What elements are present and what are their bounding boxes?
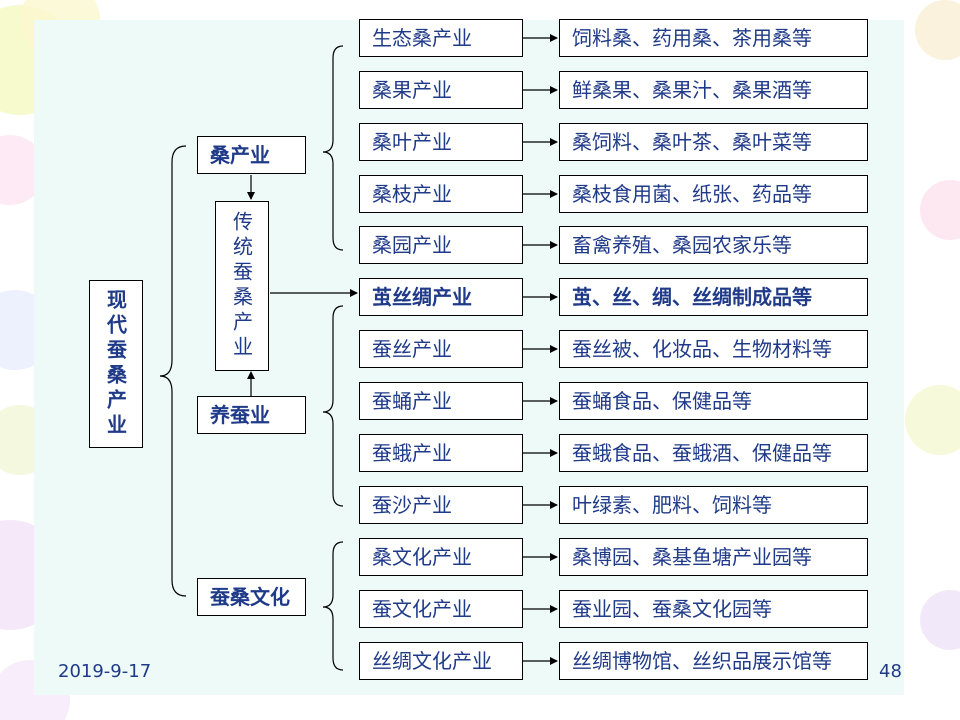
- industry-box: 桑果产业: [359, 71, 523, 109]
- industry-box: 丝绸文化产业: [359, 642, 523, 680]
- products-box: 叶绿素、肥料、饲料等: [559, 486, 868, 524]
- products-box: 桑饲料、桑叶茶、桑叶菜等: [559, 123, 868, 161]
- slide-number: 48: [879, 661, 902, 682]
- industry-box: 桑文化产业: [359, 538, 523, 576]
- industry-box: 蚕文化产业: [359, 590, 523, 628]
- root-node: 现代蚕桑产业: [89, 280, 143, 448]
- node-sang: 桑产业: [197, 136, 306, 174]
- products-box: 丝绸博物馆、丝织品展示馆等: [559, 642, 868, 680]
- root-brace: [159, 145, 187, 597]
- products-box: 饲料桑、药用桑、茶用桑等: [559, 19, 868, 57]
- industry-box: 蚕蛹产业: [359, 382, 523, 420]
- sang-brace: [322, 45, 344, 251]
- industry-box: 蚕丝产业: [359, 330, 523, 368]
- node-culture: 蚕桑文化: [197, 578, 306, 616]
- node-traditional: 传统蚕桑产业: [215, 201, 269, 371]
- products-box: 蚕蛹食品、保健品等: [559, 382, 868, 420]
- industry-box: 桑园产业: [359, 226, 523, 264]
- industry-box: 蚕沙产业: [359, 486, 523, 524]
- products-box: 桑博园、桑基鱼塘产业园等: [559, 538, 868, 576]
- culture-brace: [322, 541, 344, 671]
- products-box: 鲜桑果、桑果汁、桑果酒等: [559, 71, 868, 109]
- industry-box: 桑枝产业: [359, 175, 523, 213]
- industry-box: 桑叶产业: [359, 123, 523, 161]
- products-box: 蚕业园、蚕桑文化园等: [559, 590, 868, 628]
- products-box: 桑枝食用菌、纸张、药品等: [559, 175, 868, 213]
- slide-date: 2019-9-17: [58, 661, 152, 682]
- industry-box: 生态桑产业: [359, 19, 523, 57]
- node-yang: 养蚕业: [197, 396, 306, 434]
- products-box: 蚕丝被、化妆品、生物材料等: [559, 330, 868, 368]
- products-box: 茧、丝、绸、丝绸制成品等: [559, 278, 868, 316]
- industry-box: 蚕蛾产业: [359, 434, 523, 472]
- products-box: 蚕蛾食品、蚕蛾酒、保健品等: [559, 434, 868, 472]
- products-box: 畜禽养殖、桑园农家乐等: [559, 226, 868, 264]
- yang-brace: [322, 305, 344, 507]
- industry-box: 茧丝绸产业: [359, 278, 523, 316]
